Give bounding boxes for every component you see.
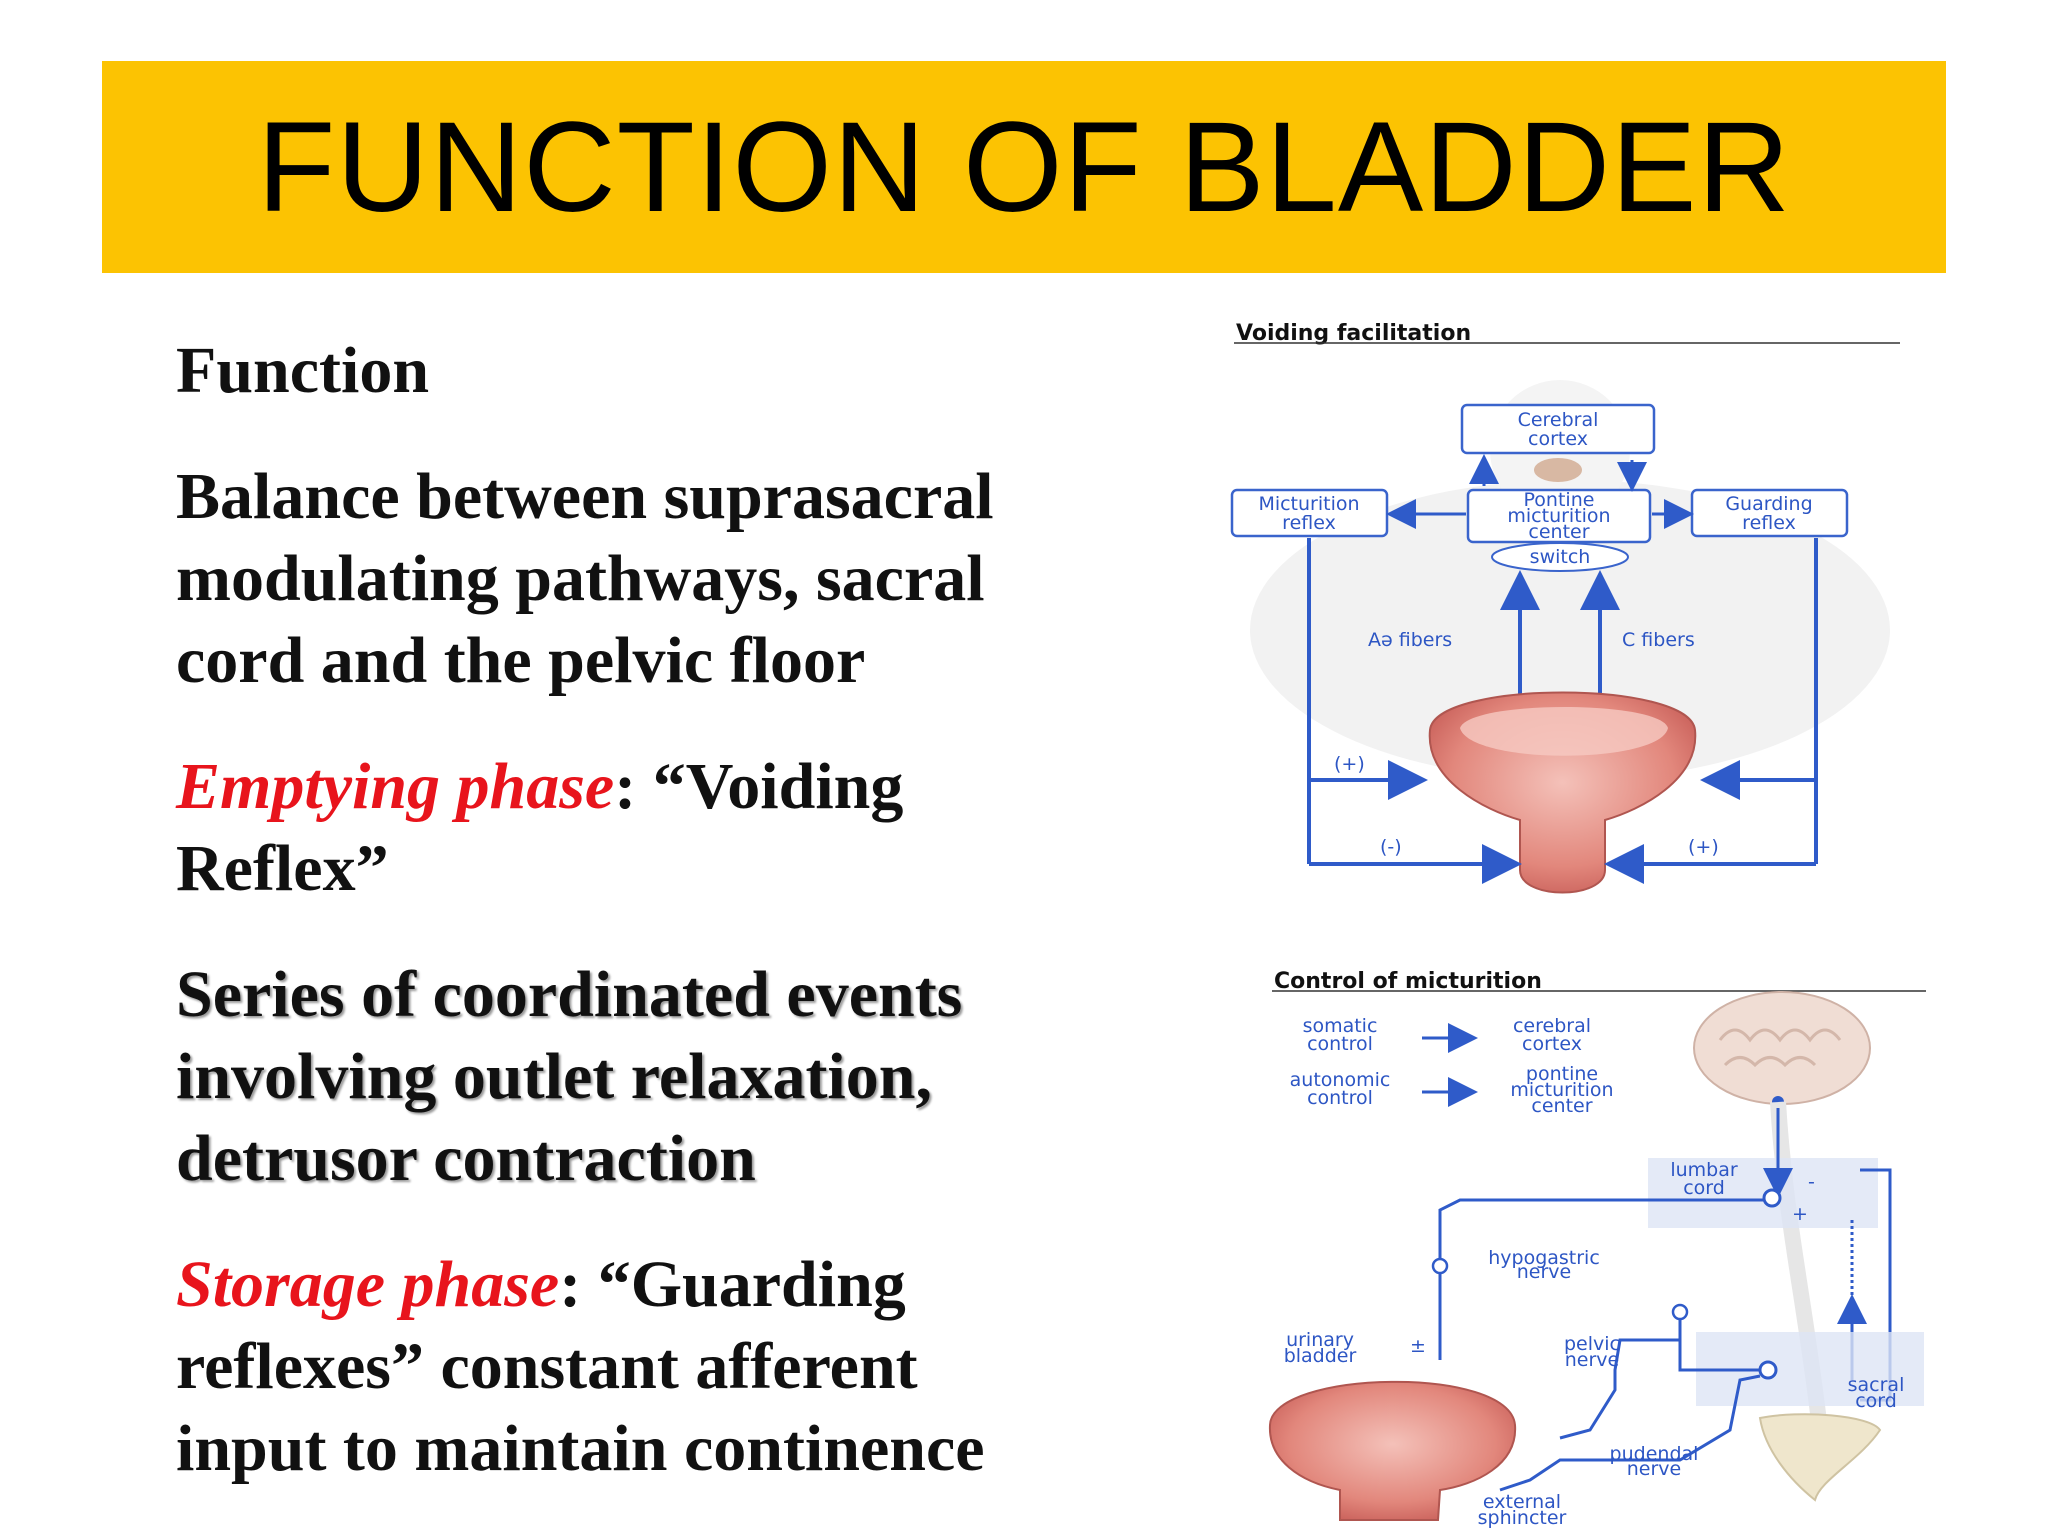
brain-icon bbox=[1534, 458, 1582, 482]
brain-illustration bbox=[1693, 991, 1871, 1105]
guarding-reflex-label-2: reflex bbox=[1742, 512, 1796, 534]
pudendal-label-2: nerve bbox=[1627, 1458, 1681, 1480]
lumbar-label-1: lumbar bbox=[1670, 1159, 1738, 1181]
function-heading: Function bbox=[176, 334, 430, 407]
pmc2-label-3: center bbox=[1531, 1095, 1592, 1117]
lumbar-plus: + bbox=[1792, 1203, 1808, 1225]
control-of-micturition-diagram: Control of micturition somatic control c… bbox=[1268, 969, 1926, 1529]
pudendal-nerve-line bbox=[1499, 1374, 1761, 1492]
switch-oval bbox=[1491, 542, 1629, 572]
cortex-label-1: Cerebral bbox=[1518, 409, 1599, 431]
series-paragraph: Series of coordinated events involving o… bbox=[176, 958, 963, 1195]
somatic-label-1: somatic bbox=[1303, 1015, 1378, 1037]
cerebral-label-2: cortex bbox=[1522, 1033, 1582, 1055]
urinary-label-1: urinary bbox=[1286, 1329, 1354, 1351]
bladder-inner bbox=[1460, 707, 1668, 756]
guarding-reflex-label-1: Guarding bbox=[1725, 493, 1812, 515]
voiding-facilitation-diagram: Voiding facilitation Cerebral cortex Mic… bbox=[1230, 321, 1900, 894]
emptying-phase-label: Emptying phase bbox=[176, 750, 615, 823]
slide-title: FUNCTION OF BLADDER bbox=[257, 95, 1791, 239]
pelvic-nerve-line bbox=[1559, 1338, 1760, 1440]
emptying-phase-text: : “Voiding Reflex” bbox=[176, 750, 904, 905]
body-text: Function Balance between suprasacral mod… bbox=[176, 330, 1056, 1534]
voiding-heading: Voiding facilitation bbox=[1236, 321, 1471, 346]
title-bar: FUNCTION OF BLADDER bbox=[102, 61, 1946, 273]
cortex-label-2: cortex bbox=[1528, 428, 1588, 450]
lumbar-minus: - bbox=[1808, 1171, 1815, 1193]
autonomic-label-2: control bbox=[1307, 1087, 1373, 1109]
brain-folds bbox=[1718, 1028, 1842, 1068]
hypogastric-ganglion bbox=[1431, 1257, 1449, 1275]
cerebral-label-1: cerebral bbox=[1513, 1015, 1591, 1037]
body-silhouette bbox=[1250, 480, 1890, 780]
storage-paragraph: Storage phase: “Guarding reflexes” const… bbox=[176, 1244, 1056, 1490]
storage-phase-text: : “Guarding reflexes” constant afferent … bbox=[176, 1248, 985, 1485]
bladder-plus-minus: ± bbox=[1410, 1335, 1426, 1357]
control-heading: Control of micturition bbox=[1274, 969, 1542, 994]
pmc-box bbox=[1466, 488, 1652, 544]
hypogastric-label-2: nerve bbox=[1517, 1261, 1571, 1283]
hypogastric-label-1: hypogastric bbox=[1488, 1247, 1600, 1269]
storage-phase-label: Storage phase bbox=[176, 1248, 560, 1321]
micturition-reflex-label-1: Micturition bbox=[1258, 493, 1359, 515]
lumbar-synapse bbox=[1762, 1188, 1782, 1208]
pmc-label-3: center bbox=[1528, 521, 1589, 543]
sacral-synapse bbox=[1758, 1360, 1778, 1380]
pelvic-ganglion bbox=[1671, 1303, 1689, 1321]
external-sphincter-label-2: sphincter bbox=[1478, 1507, 1567, 1529]
plus-left-label: (+) bbox=[1334, 753, 1365, 775]
autonomic-label-1: autonomic bbox=[1290, 1069, 1391, 1091]
plus-right-label: (+) bbox=[1688, 836, 1719, 858]
pudendal-label-1: pudendal bbox=[1610, 1443, 1699, 1465]
hypogastric-nerve-line bbox=[1438, 1198, 1764, 1360]
urinary-bladder-illustration bbox=[1268, 1380, 1517, 1521]
switch-label: switch bbox=[1530, 546, 1591, 568]
pmc-label-1: Pontine bbox=[1524, 489, 1595, 511]
balance-paragraph: Balance between suprasacral modulating p… bbox=[176, 460, 994, 697]
a-fibers-label: Aə fibers bbox=[1368, 629, 1452, 651]
pmc2-label-1: pontine bbox=[1526, 1063, 1598, 1085]
c-fibers-label: C fibers bbox=[1622, 629, 1695, 651]
cortex-box bbox=[1460, 403, 1656, 455]
pelvic-label-2: nerve bbox=[1565, 1349, 1619, 1371]
micturition-reflex-label-2: reflex bbox=[1282, 512, 1336, 534]
minus-label: (-) bbox=[1380, 836, 1402, 858]
pmc-label-2: micturition bbox=[1507, 505, 1610, 527]
sacrum-illustration bbox=[1758, 1413, 1882, 1502]
external-sphincter-label-1: external bbox=[1483, 1491, 1561, 1513]
sacral-label-1: sacral bbox=[1848, 1374, 1905, 1396]
lumbar-label-2: cord bbox=[1683, 1177, 1725, 1199]
pelvic-label-1: pelvic bbox=[1564, 1333, 1620, 1355]
somatic-label-2: control bbox=[1307, 1033, 1373, 1055]
emptying-paragraph: Emptying phase: “Voiding Reflex” bbox=[176, 746, 1056, 910]
urinary-label-2: bladder bbox=[1284, 1345, 1357, 1367]
sacral-label-2: cord bbox=[1855, 1390, 1897, 1412]
pmc2-label-2: micturition bbox=[1510, 1079, 1613, 1101]
